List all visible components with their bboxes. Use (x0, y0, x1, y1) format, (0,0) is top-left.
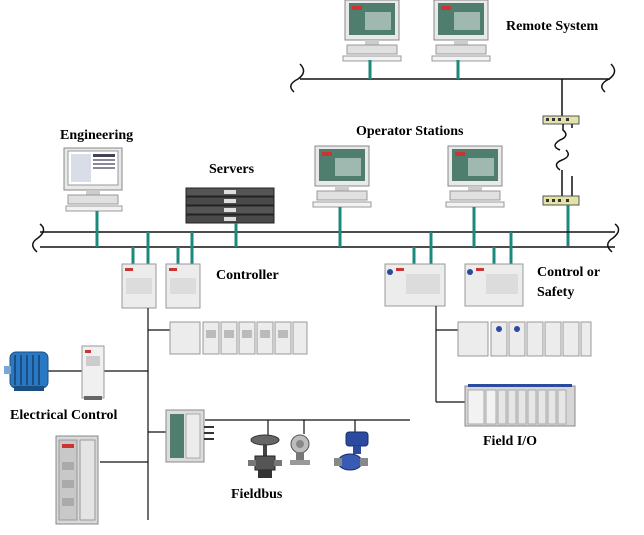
remote-workstation-2 (431, 0, 491, 62)
label-electrical-control: Electrical Control (10, 408, 118, 423)
io-modules-left (169, 321, 308, 355)
label-servers: Servers (209, 162, 255, 177)
label-remote-system: Remote System (506, 19, 599, 34)
remote-network-bus (290, 63, 616, 93)
label-control-or: Control or (537, 265, 601, 280)
flow-meter (334, 431, 369, 471)
operator-station-2 (445, 145, 505, 208)
label-operator-stations: Operator Stations (356, 124, 464, 139)
switchgear-cabinet (55, 435, 99, 525)
controller-right (384, 263, 524, 307)
io-modules-right (457, 321, 592, 357)
pressure-transmitter (290, 434, 310, 465)
engineering-workstation (63, 147, 123, 212)
server-rack (185, 187, 275, 224)
label-safety: Safety (537, 285, 575, 300)
operator-station-1 (312, 145, 372, 208)
drive-unit (81, 345, 105, 400)
electric-motor (4, 351, 49, 391)
field-io-cabinet (464, 384, 576, 427)
remote-workstation-1 (342, 0, 402, 62)
fieldbus-interface (165, 409, 214, 463)
label-fieldbus: Fieldbus (231, 487, 283, 502)
router-lower (542, 195, 580, 206)
label-engineering: Engineering (60, 128, 134, 143)
router-upper (542, 115, 580, 125)
label-controller: Controller (216, 268, 279, 283)
label-field-io: Field I/O (483, 434, 538, 449)
control-valve (248, 434, 282, 478)
controller-left (121, 263, 201, 309)
control-network-bus (32, 223, 620, 253)
